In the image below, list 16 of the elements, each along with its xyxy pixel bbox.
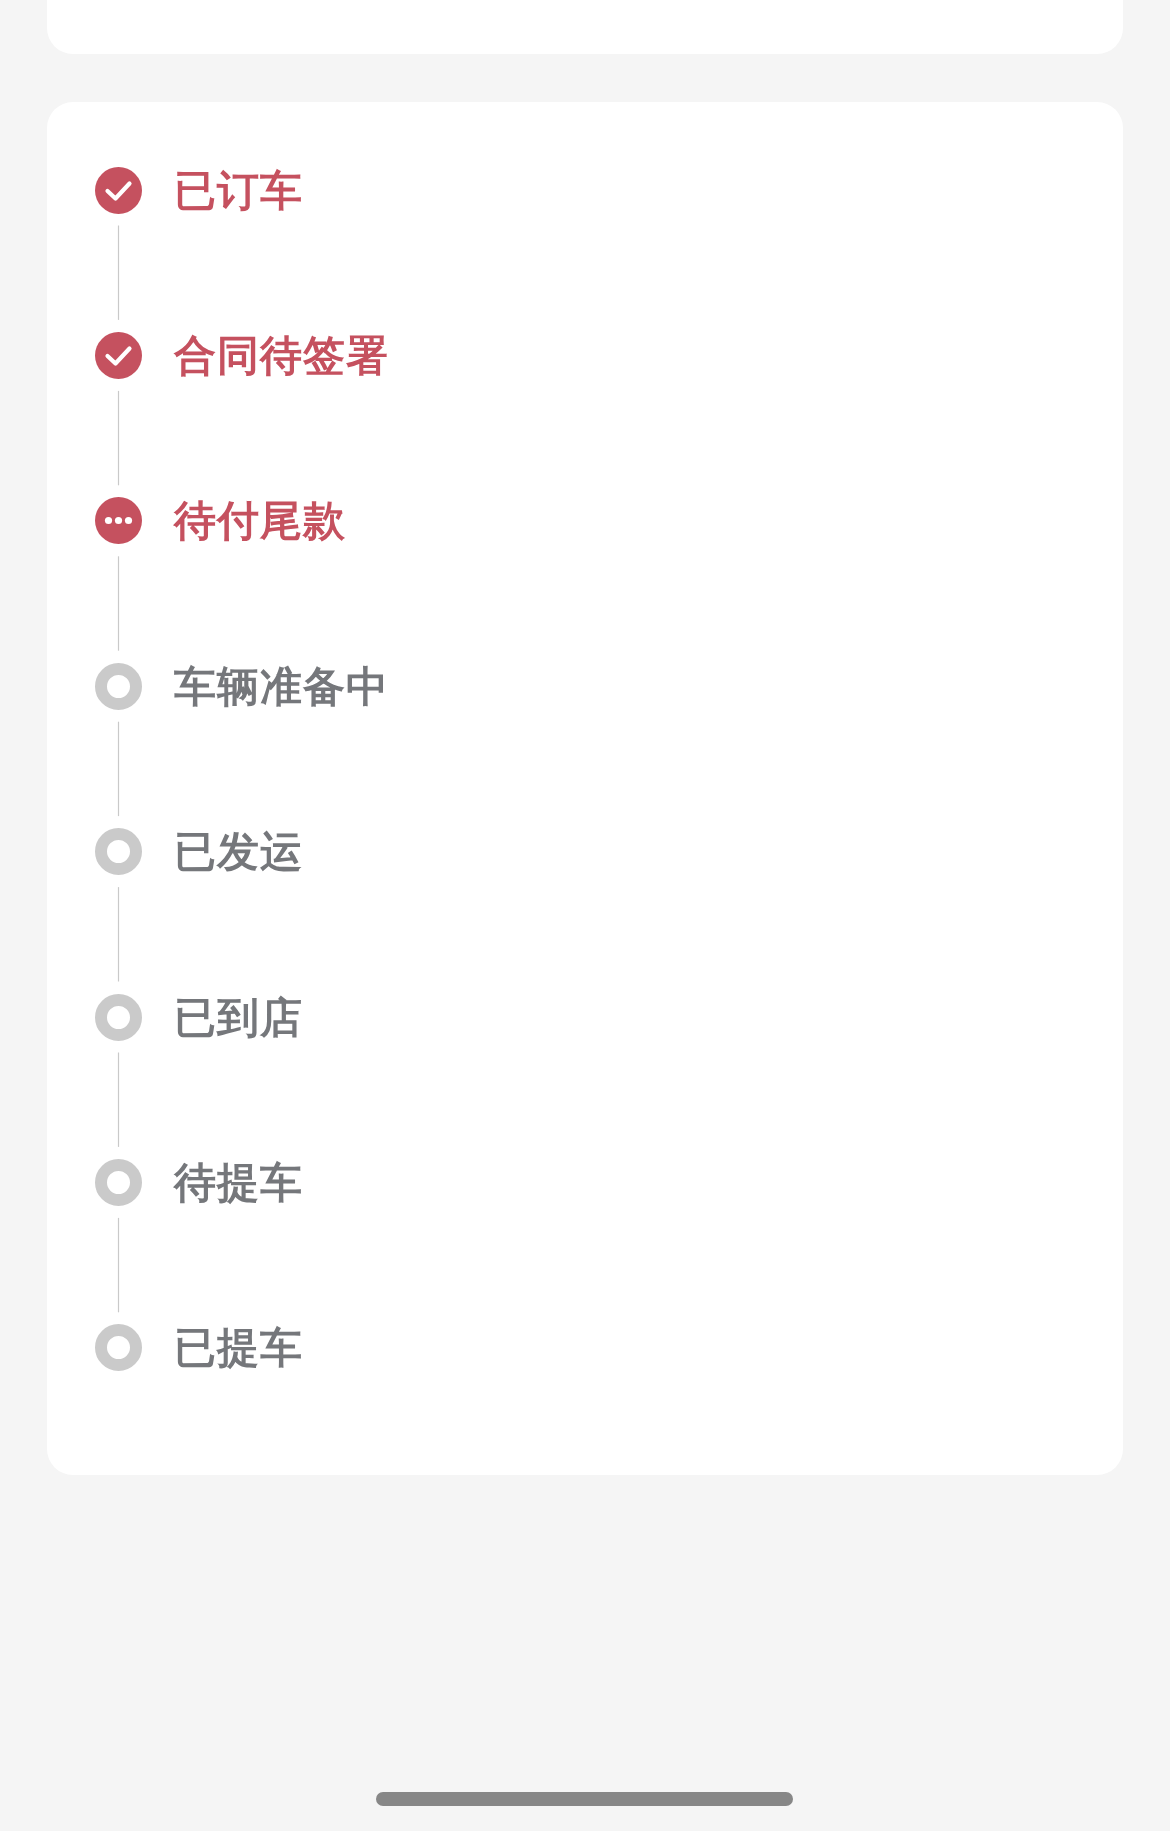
step-label: 已到店 bbox=[174, 993, 303, 1041]
step-label: 车辆准备中 bbox=[174, 662, 389, 710]
step-label: 待付尾款 bbox=[174, 497, 346, 545]
connector-line bbox=[117, 886, 120, 983]
connector-line bbox=[117, 721, 120, 817]
step-label: 已发运 bbox=[174, 828, 303, 876]
connector-line bbox=[117, 1051, 120, 1148]
home-indicator-bar bbox=[376, 1792, 793, 1806]
connector-line bbox=[117, 1217, 120, 1313]
connector-line bbox=[117, 224, 120, 321]
connector-line bbox=[117, 390, 120, 486]
step-label: 合同待签署 bbox=[174, 331, 389, 379]
connector-line bbox=[117, 555, 120, 652]
step-label: 待提车 bbox=[174, 1158, 303, 1206]
step-label: 已订车 bbox=[174, 166, 303, 214]
step-label: 已提车 bbox=[174, 1324, 303, 1372]
